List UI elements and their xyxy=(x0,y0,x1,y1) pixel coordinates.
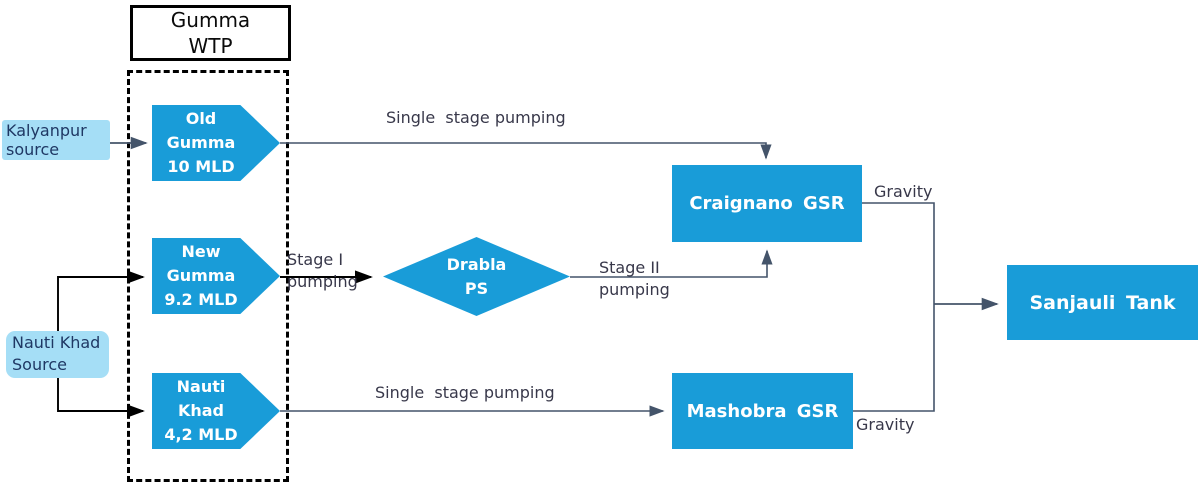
label-single-stage-pumping-bottom: Single stage pumping xyxy=(375,383,555,402)
arrow-nauti-source-to-new-gumma xyxy=(57,270,145,331)
line-craignano-gravity xyxy=(862,202,935,304)
reservoir-craignano-gsr: Craignano GSR xyxy=(672,165,862,242)
arrow-nauti-source-to-nauti-khad xyxy=(57,378,145,418)
arrow-old-gumma-to-craignano xyxy=(280,142,772,160)
line-mashobra-gravity xyxy=(853,304,935,412)
source-kalyanpur: Kalyanpur source xyxy=(2,120,110,160)
reservoir-mashobra-gsr: Mashobra GSR xyxy=(672,373,853,449)
label-stage1-pumping: Stage I pumping xyxy=(287,250,358,291)
arrow-drabla-to-craignano xyxy=(570,249,773,278)
source-nauti-khad: Nauti Khad Source xyxy=(6,331,109,378)
label-stage2-pumping: Stage II pumping xyxy=(599,258,670,299)
label-gravity-bottom: Gravity xyxy=(856,415,915,434)
sanjauli-tank: Sanjauli Tank xyxy=(1007,265,1198,340)
gumma-wtp-title-box: Gumma WTP xyxy=(130,5,291,61)
label-single-stage-pumping-top: Single stage pumping xyxy=(386,108,566,127)
label-gravity-top: Gravity xyxy=(874,182,933,201)
